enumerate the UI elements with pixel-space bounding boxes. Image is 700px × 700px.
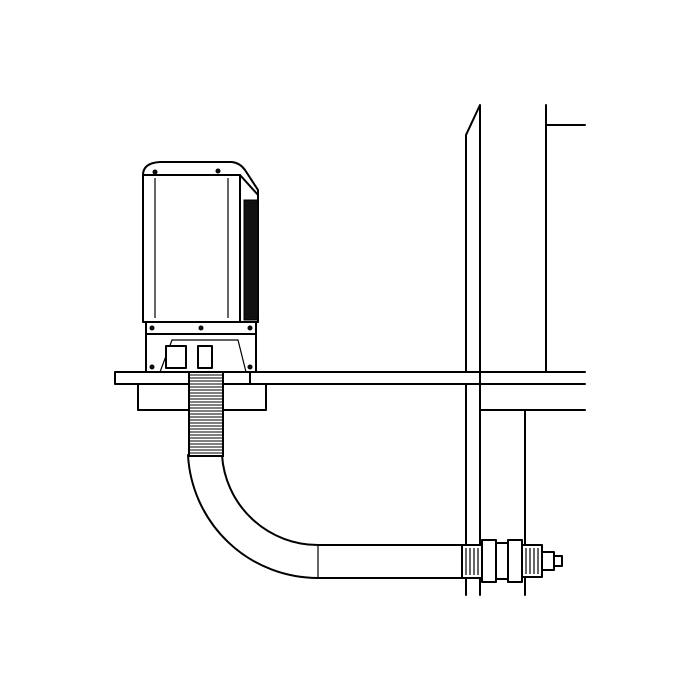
motor-unit (142, 161, 259, 323)
pipe-fitting (461, 539, 563, 583)
bent-pipe (187, 454, 467, 580)
corrugated-hose (188, 367, 224, 457)
wall (465, 104, 586, 596)
mounting-bracket (145, 321, 257, 373)
shelf (114, 371, 481, 411)
